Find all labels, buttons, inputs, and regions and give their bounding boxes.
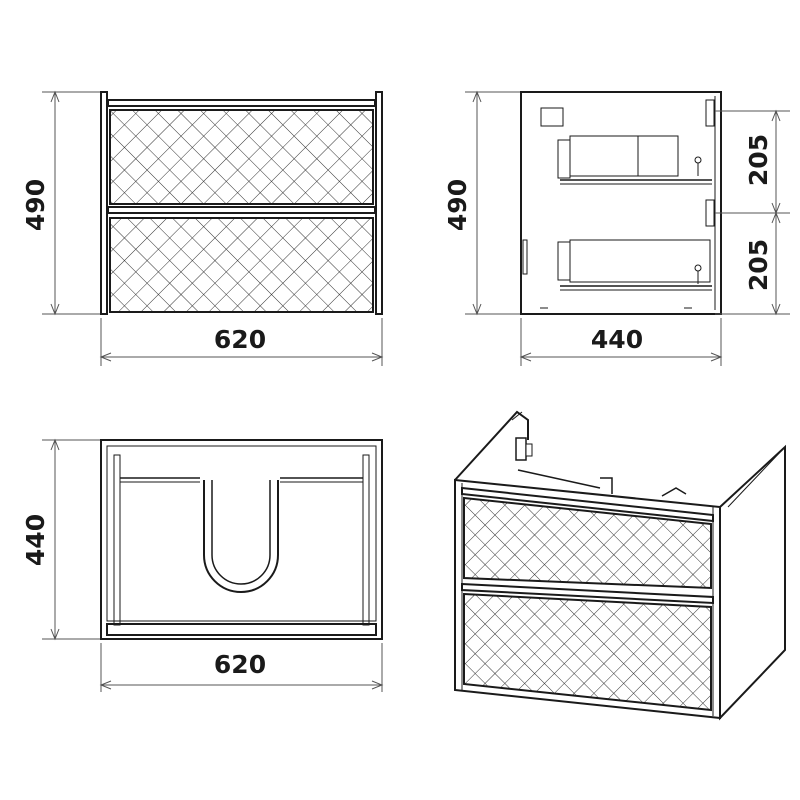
lower-drawer-height-label: 205 bbox=[744, 239, 773, 291]
front-middle-rail bbox=[107, 206, 376, 214]
front-top-rail bbox=[107, 99, 376, 107]
front-left-post bbox=[100, 91, 108, 315]
front-upper-drawer bbox=[109, 109, 374, 205]
upper-drawer-height-label: 205 bbox=[744, 134, 773, 186]
top-width-label: 620 bbox=[214, 650, 266, 679]
front-height-label: 490 bbox=[21, 179, 50, 231]
front-height-dimension bbox=[42, 90, 100, 316]
side-drawer-dimensions bbox=[715, 109, 790, 316]
side-height-label: 490 bbox=[443, 179, 472, 231]
side-lower-drawer-box bbox=[557, 239, 712, 291]
iso-upper-drawer bbox=[463, 496, 712, 590]
side-height-dimension bbox=[465, 90, 520, 316]
top-outer-frame bbox=[100, 439, 383, 640]
top-view bbox=[100, 439, 383, 640]
top-depth-dimension bbox=[42, 438, 100, 641]
side-width-label: 440 bbox=[591, 325, 643, 354]
front-width-dimension bbox=[99, 318, 384, 366]
top-width-dimension bbox=[99, 643, 384, 692]
front-width-label: 620 bbox=[214, 325, 266, 354]
side-panel bbox=[520, 91, 722, 315]
side-width-dimension bbox=[519, 318, 723, 366]
front-right-post bbox=[375, 91, 383, 315]
siphon-cutout bbox=[203, 480, 279, 593]
isometric-view bbox=[454, 410, 786, 721]
top-depth-label: 440 bbox=[21, 514, 50, 566]
front-view bbox=[100, 91, 383, 315]
side-upper-drawer-box bbox=[557, 135, 712, 185]
iso-side-panel bbox=[719, 444, 786, 721]
side-view bbox=[520, 91, 722, 315]
iso-lower-drawer bbox=[463, 592, 712, 712]
front-lower-drawer bbox=[109, 217, 374, 313]
